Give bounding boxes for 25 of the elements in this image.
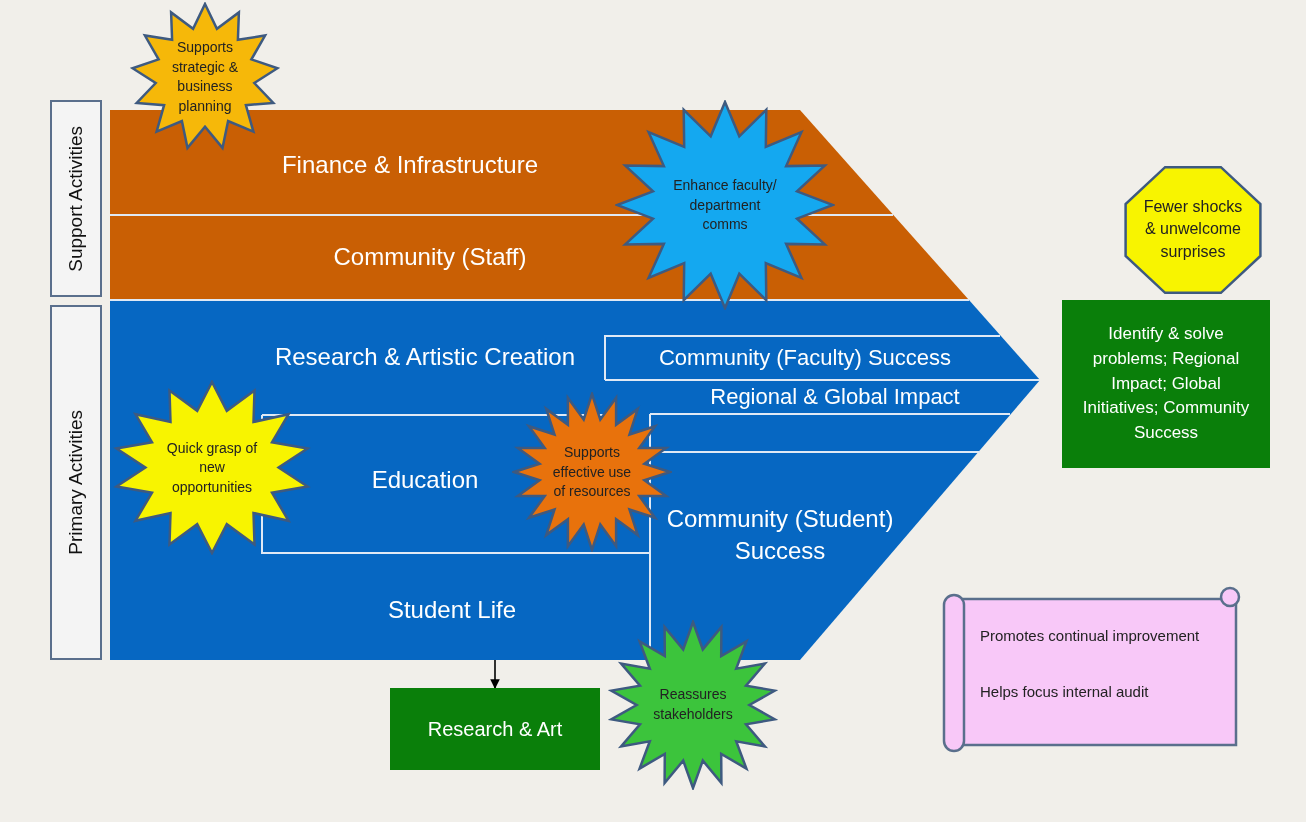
activity-label: Community (Student) Success [665,503,895,566]
activity-label: Community (Faculty) Success [658,344,952,373]
callout-text: Supports effective use of resources [552,442,632,501]
callout-text: Quick grasp of new opportunities [165,438,259,497]
outcome-box: Research & Art [390,688,600,770]
starburst-callout [112,380,312,555]
activity-label: Education [371,464,479,495]
note-text: Helps focus internal audit [980,682,1150,702]
activity-label: Research & Artistic Creation [274,342,576,373]
callout-text: Enhance faculty/ department comms [672,175,778,234]
note-text: Promotes continual improvement [980,626,1201,646]
starburst-callout [608,620,778,790]
callout-text: Fewer shocks & unwelcome surprises [1142,197,1244,263]
callout-text: Supports strategic & business planning [170,37,240,116]
starburst-callout [615,100,835,310]
callout-text: Reassures stakeholders [652,685,734,724]
starburst-callout [130,2,280,152]
outcome-box: Identify & solve problems; Regional Impact; Global Initiatives; Community Success [1062,300,1270,468]
activity-label: Regional & Global Impact [710,383,960,412]
activity-label: Community (Staff) [333,242,527,273]
side-label: Primary Activities [65,410,87,555]
side-label: Support Activities [65,125,87,272]
activity-label: Finance & Infrastructure [281,149,539,180]
arrow [490,659,500,689]
activity-label: Student Life [387,594,517,625]
